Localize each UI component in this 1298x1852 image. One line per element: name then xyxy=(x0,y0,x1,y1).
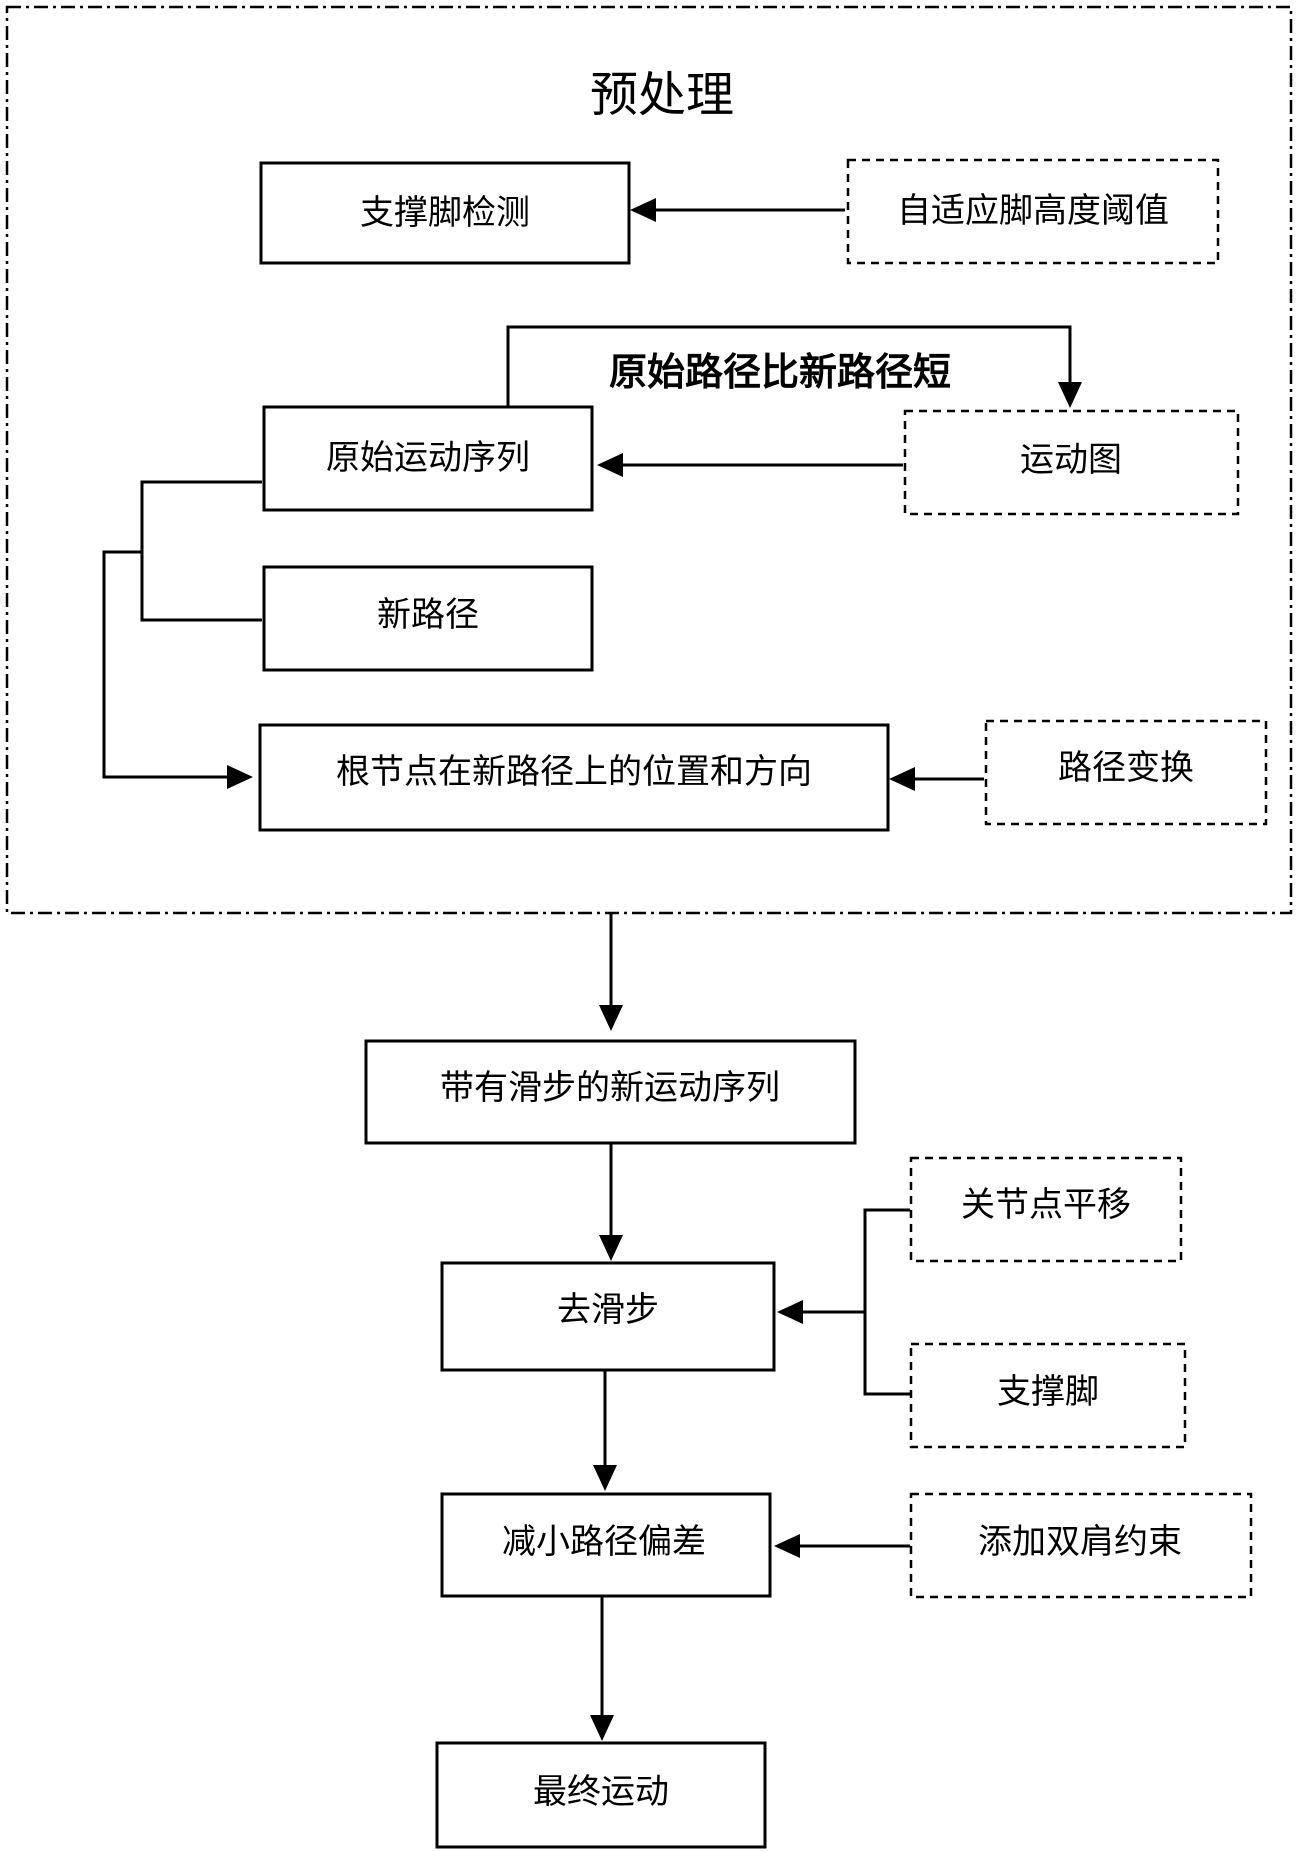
node-final-motion: 最终运动 xyxy=(435,1741,767,1849)
edge-bracket-to-root xyxy=(102,550,230,779)
node-root-position: 根节点在新路径上的位置和方向 xyxy=(258,723,890,832)
node-support-foot: 支撑脚 xyxy=(909,1342,1187,1449)
node-new-motion-sliding: 带有滑步的新运动序列 xyxy=(364,1039,857,1145)
arrowhead xyxy=(599,1005,623,1031)
node-remove-sliding: 去滑步 xyxy=(440,1261,776,1372)
preprocessing-frame xyxy=(5,5,1293,915)
node-label: 路径变换 xyxy=(1058,748,1194,788)
node-label: 减小路径偏差 xyxy=(502,1522,706,1562)
node-label: 原始运动序列 xyxy=(326,438,530,478)
edge-original-bracket xyxy=(140,480,262,622)
edge-label-shorter-path: 原始路径比新路径短 xyxy=(609,350,951,394)
arrowhead xyxy=(1058,382,1082,408)
node-label: 支撑脚 xyxy=(997,1372,1099,1412)
edge-original-to-graph xyxy=(506,325,1072,407)
node-label: 新路径 xyxy=(377,595,479,635)
node-label: 去滑步 xyxy=(557,1290,659,1330)
node-label: 带有滑步的新运动序列 xyxy=(440,1068,780,1108)
node-new-path: 新路径 xyxy=(262,565,594,672)
arrowhead xyxy=(774,1534,800,1558)
arrowhead xyxy=(593,1465,617,1491)
node-add-shoulder-constraint: 添加双肩约束 xyxy=(909,1492,1253,1599)
arrowhead xyxy=(599,1235,623,1261)
node-support-foot-detection: 支撑脚检测 xyxy=(259,161,631,265)
arrowhead xyxy=(630,198,656,222)
node-path-transform: 路径变换 xyxy=(984,719,1268,826)
arrowhead xyxy=(889,767,915,791)
arrowhead xyxy=(597,453,623,477)
node-adaptive-threshold: 自适应脚高度阈值 xyxy=(846,158,1220,265)
arrowhead xyxy=(777,1300,803,1324)
node-reduce-deviation: 减小路径偏差 xyxy=(440,1492,772,1598)
preprocessing-title: 预处理 xyxy=(590,67,734,123)
arrowhead xyxy=(227,765,253,789)
arrowhead xyxy=(590,1715,614,1741)
edge-inputs-bracket xyxy=(863,1208,910,1396)
node-label: 关节点平移 xyxy=(961,1185,1131,1225)
node-original-motion: 原始运动序列 xyxy=(262,405,594,512)
node-label: 最终运动 xyxy=(533,1772,669,1812)
node-label: 添加双肩约束 xyxy=(978,1522,1182,1562)
node-label: 运动图 xyxy=(1020,440,1122,480)
connectors: 原始路径比新路径短 xyxy=(102,198,1082,1741)
node-motion-graph: 运动图 xyxy=(903,409,1240,516)
node-joint-translation: 关节点平移 xyxy=(909,1156,1183,1263)
node-label: 自适应脚高度阈值 xyxy=(897,191,1169,231)
node-label: 支撑脚检测 xyxy=(360,193,530,233)
node-label: 根节点在新路径上的位置和方向 xyxy=(336,752,812,792)
